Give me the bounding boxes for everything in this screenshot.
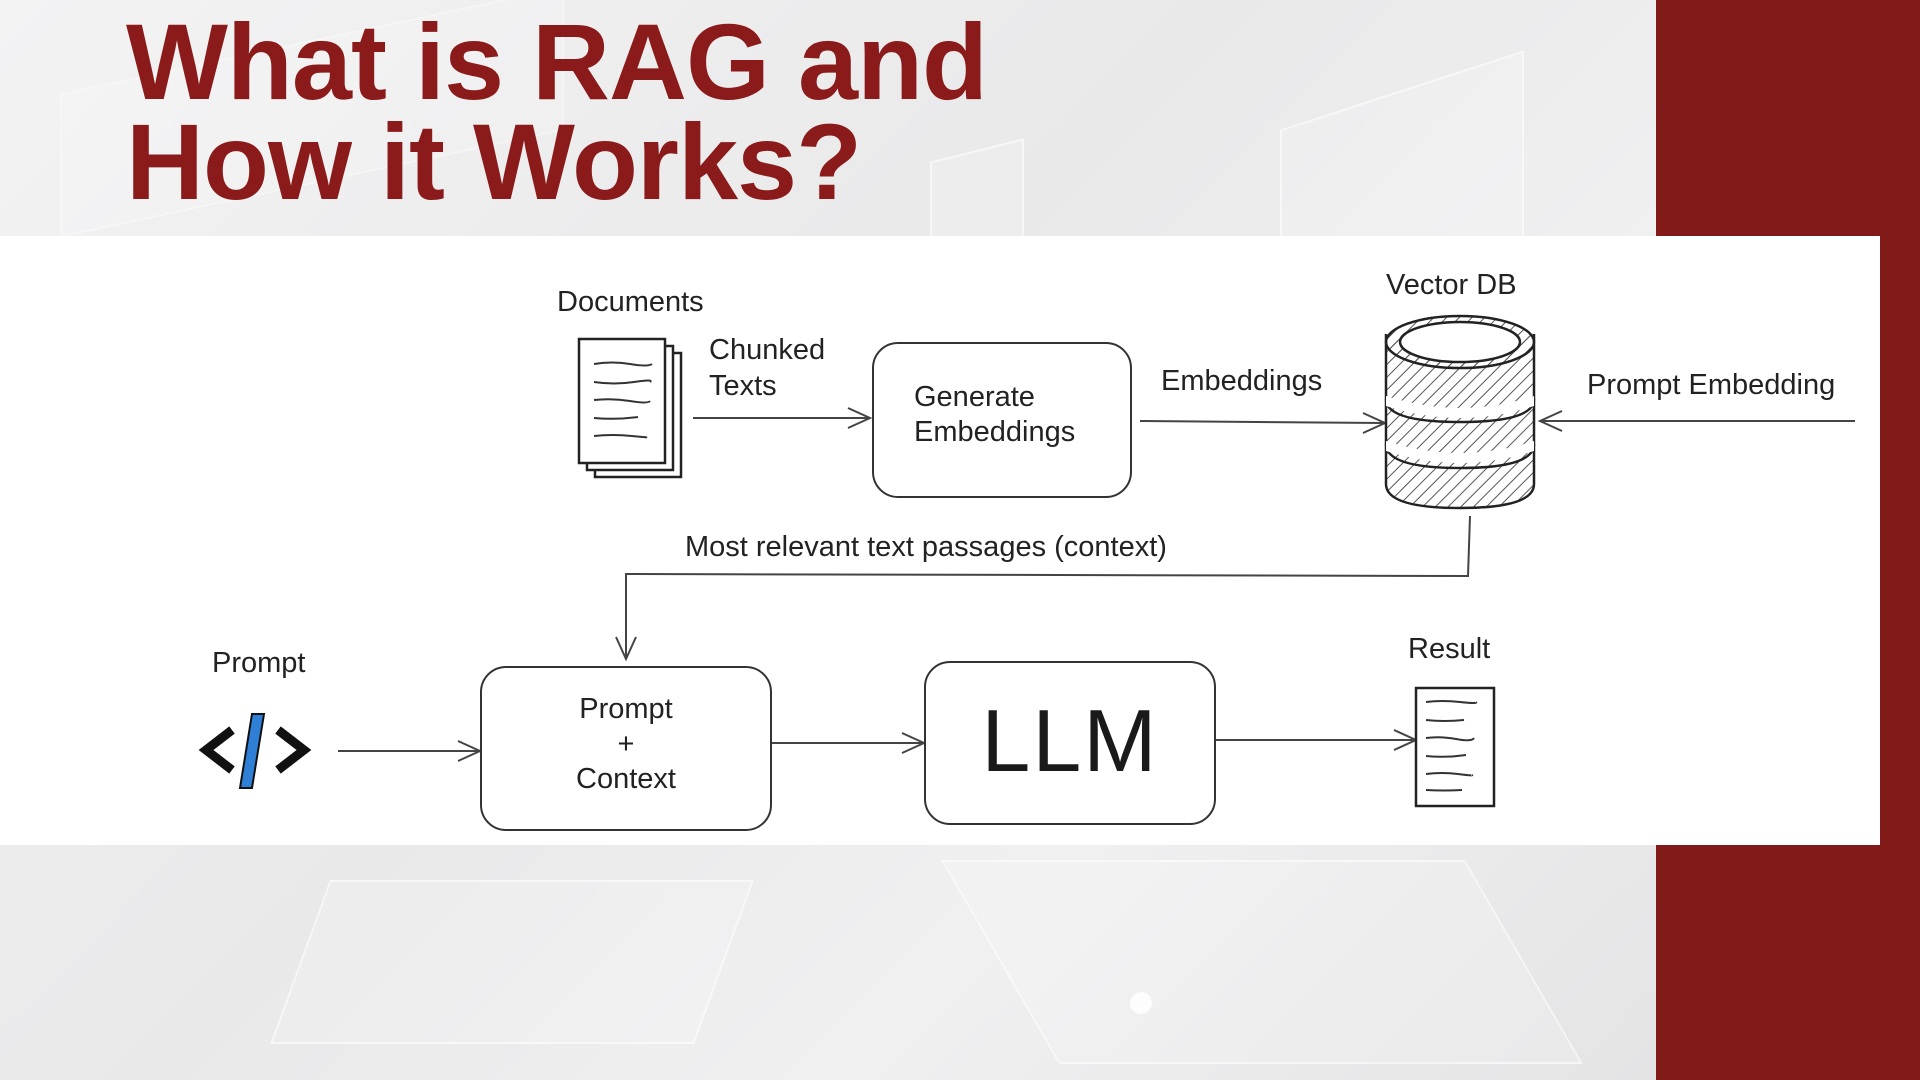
result-label: Result [1408,633,1491,665]
generate-embeddings-label: Generate Embeddings [914,380,1075,450]
llm-label: LLM [981,691,1159,790]
generate-line-2: Embeddings [914,416,1076,448]
chunked-texts-line-1: Chunked [709,334,826,366]
result-document-icon [1414,686,1496,808]
slide-title: What is RAG and How it Works? [126,1,988,222]
title-line-1: What is RAG and [126,1,988,122]
llm-input-arrow [772,732,927,754]
prompt-context-box: Prompt + Context [480,666,772,831]
result-arrow [1216,729,1419,751]
llm-box: LLM [924,661,1216,825]
chunked-texts-arrow [693,407,873,429]
vector-db-label: Vector DB [1386,269,1517,301]
context-arrow [615,515,1471,662]
prompt-box-line-1: Prompt [579,693,673,725]
documents-label: Documents [557,286,704,318]
title-line-2: How it Works? [126,101,862,222]
chunked-texts-label: Chunked Texts [709,332,825,404]
rag-diagram: Documents Chunked Texts Generate Embeddi… [0,236,1880,845]
prompt-embedding-label: Prompt Embedding [1587,369,1836,401]
chunked-texts-line-2: Texts [709,370,777,402]
prompt-arrow [338,740,483,762]
embeddings-label: Embeddings [1161,365,1323,397]
prompt-box-line-2: + [617,728,635,760]
prompt-embedding-arrow [1537,410,1855,432]
generate-line-1: Generate [914,381,1035,413]
prompt-box-line-3: Context [576,763,676,795]
context-label: Most relevant text passages (context) [685,531,1167,563]
documents-icon [577,337,683,479]
vector-db-icon [1384,314,1536,510]
generate-embeddings-box: Generate Embeddings [872,342,1132,498]
prompt-context-label: Prompt + Context [482,692,770,797]
diagram-connectors [198,314,1855,808]
code-icon [198,713,312,789]
slide-indicator-dot [1130,992,1152,1014]
prompt-label: Prompt [212,647,306,679]
embeddings-arrow [1139,412,1388,434]
